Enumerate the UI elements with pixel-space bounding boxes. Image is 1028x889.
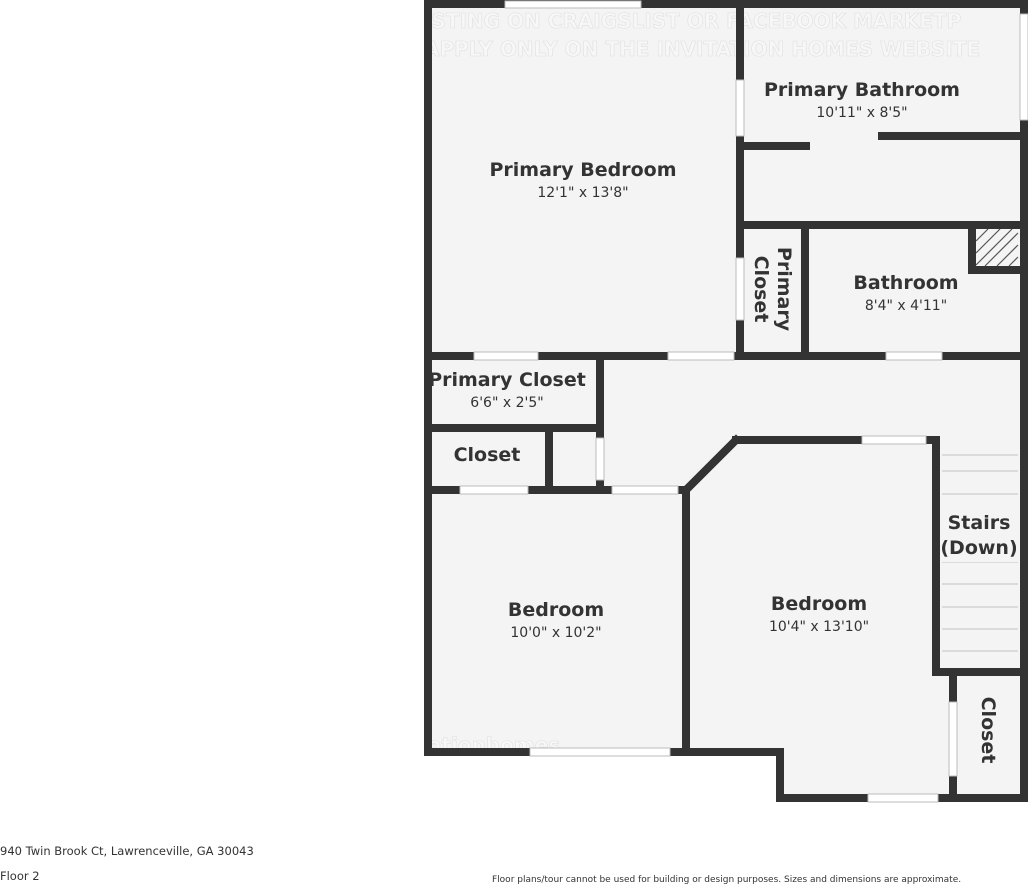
primary-closet-upper-line1: Primary <box>773 247 795 332</box>
wall-bedroom-diagonal <box>680 434 742 496</box>
bedroom-right-dims: 10'4" x 13'10" <box>769 619 869 635</box>
primary-closet-lower-dims: 6'6" x 2'5" <box>470 395 543 411</box>
door-small-closet <box>595 437 605 481</box>
bedroom-left-name: Bedroom <box>508 599 604 621</box>
property-address: 940 Twin Brook Ct, Lawrenceville, GA 300… <box>0 844 254 858</box>
watermark-line-2: APPLY ONLY ON THE INVITATION HOMES WEBSI… <box>424 37 980 61</box>
bathroom-name: Bathroom <box>853 272 958 294</box>
door-closet-right <box>948 701 958 777</box>
door-bathroom <box>885 351 943 361</box>
door-primary-bedroom <box>473 351 539 361</box>
disclaimer: Floor plans/tour cannot be used for buil… <box>492 875 962 885</box>
floor-fill <box>428 4 1024 798</box>
stairs-name-line2: (Down) <box>940 537 1017 559</box>
primary-bedroom-dims: 12'1" x 13'8" <box>537 185 628 201</box>
primary-bedroom-name: Primary Bedroom <box>489 159 676 181</box>
hatched-shaft <box>975 228 1019 267</box>
opening-primary-bath <box>735 79 745 137</box>
window-primary-bedroom <box>504 0 642 9</box>
window-right-bedroom <box>867 793 939 803</box>
door-primary-closet-hall <box>667 351 735 361</box>
window-primary-bath <box>1019 13 1028 121</box>
primary-closet-lower-name: Primary Closet <box>428 369 586 391</box>
closet-right-name: Closet <box>977 697 999 764</box>
bedroom-right-name: Bedroom <box>771 593 867 615</box>
room-labels: Primary Bedroom 12'1" x 13'8" Primary Ba… <box>428 79 1020 763</box>
watermark: ISTING ON CRAIGSLIST OR FACEBOOK MARKETP… <box>424 9 981 758</box>
window-left-bedroom <box>529 747 671 757</box>
watermark-line-1: ISTING ON CRAIGSLIST OR FACEBOOK MARKETP <box>424 9 961 33</box>
closet-left-name: Closet <box>454 444 521 466</box>
primary-closet-upper-line2: Closet <box>750 256 772 323</box>
bathroom-dims: 8'4" x 4'11" <box>865 298 947 314</box>
openings <box>459 0 1028 803</box>
bedroom-left-dims: 10'0" x 10'2" <box>510 625 601 641</box>
primary-bathroom-name: Primary Bathroom <box>764 79 960 101</box>
door-left-bedroom <box>611 485 679 495</box>
door-right-bedroom <box>861 435 927 445</box>
stairs-name-line1: Stairs <box>948 512 1011 534</box>
door-closet-left <box>459 485 529 495</box>
closet-right-label: Closet <box>977 697 999 764</box>
stairs-label-bg <box>942 510 1020 562</box>
primary-bathroom-dims: 10'11" x 8'5" <box>816 105 907 121</box>
floor-area <box>428 4 1024 798</box>
opening-primary-closet <box>735 257 745 321</box>
floor-label: Floor 2 <box>0 869 40 883</box>
primary-closet-upper-label: Primary Closet <box>750 247 795 332</box>
